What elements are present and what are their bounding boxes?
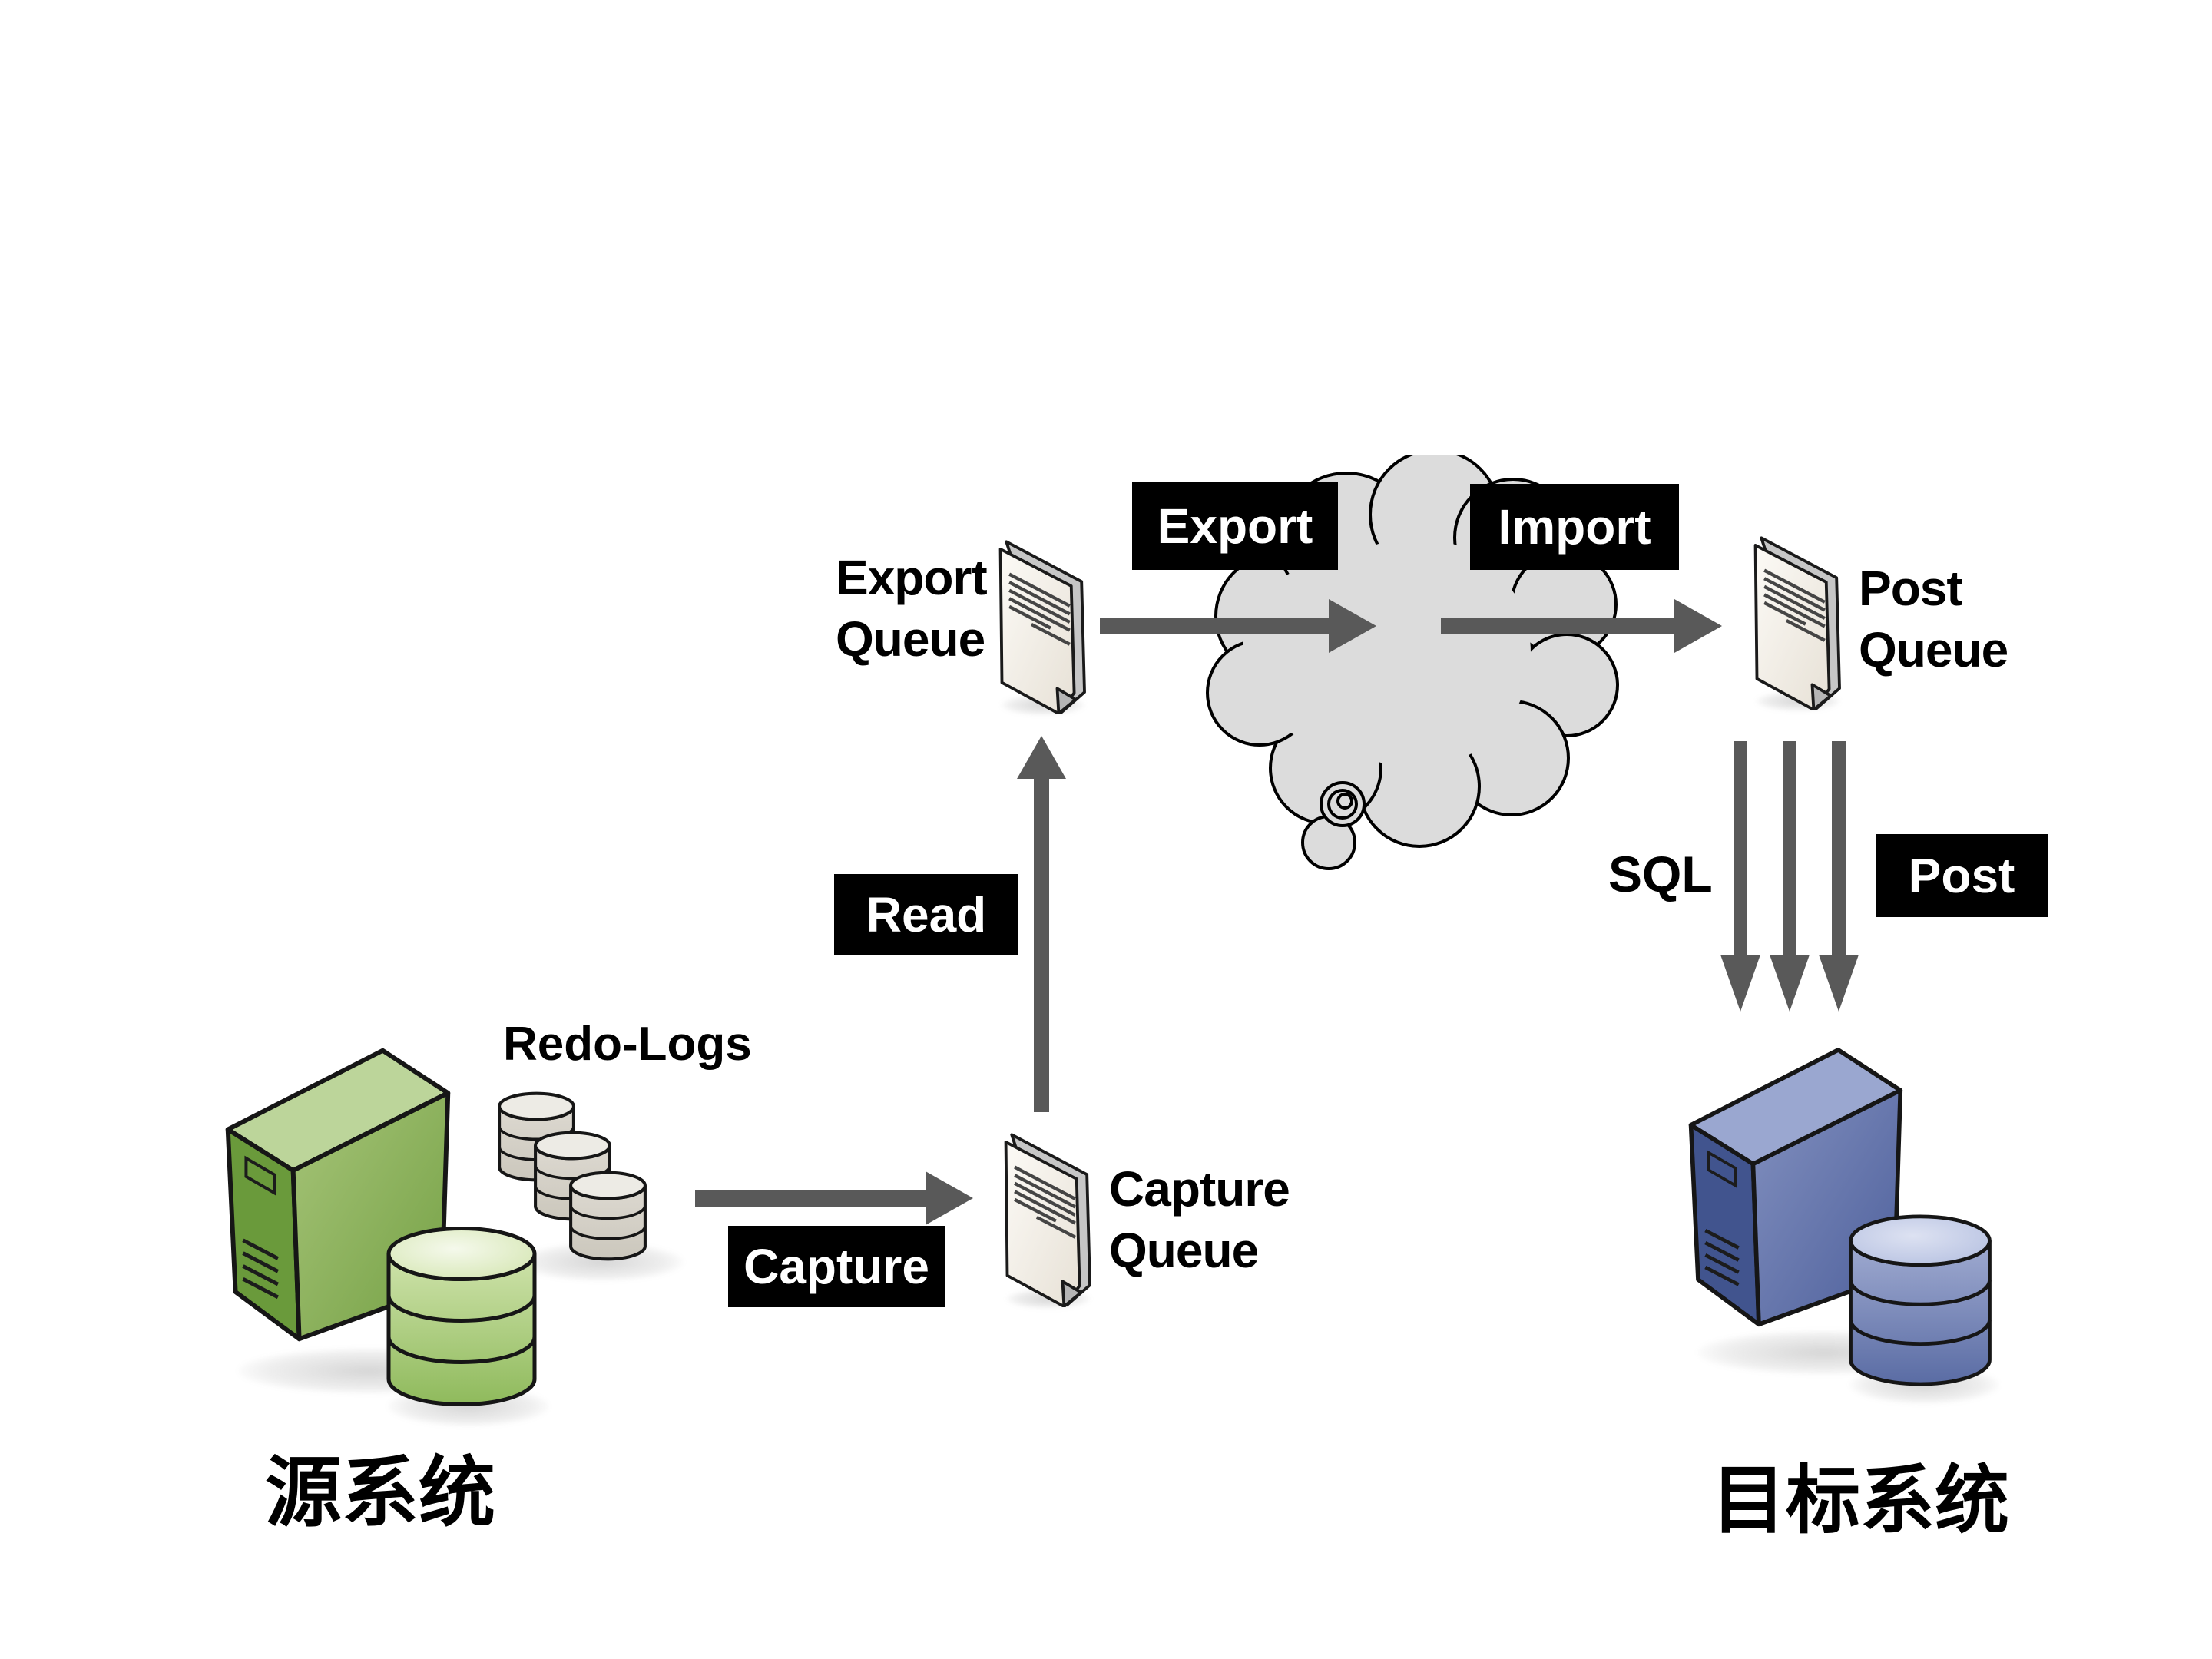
server-vents bbox=[1704, 1228, 1740, 1286]
export-arrow bbox=[1100, 599, 1376, 653]
sql-label: SQL bbox=[1608, 846, 1713, 902]
capture-queue-document-icon bbox=[1004, 1133, 1091, 1307]
apply-down-arrow-2 bbox=[1770, 741, 1810, 1012]
capture-process-text: Capture bbox=[743, 1239, 929, 1294]
network-cloud-icon bbox=[1206, 455, 1619, 870]
post-process-label: Post bbox=[1876, 834, 2048, 917]
export-queue-document-icon bbox=[998, 540, 1086, 714]
import-process-label: Import bbox=[1470, 484, 1679, 570]
capture-arrow bbox=[695, 1171, 973, 1225]
capture-queue-label: Capture Queue bbox=[1109, 1161, 1290, 1278]
server-slot bbox=[1707, 1150, 1737, 1189]
post-queue-document-icon bbox=[1753, 536, 1841, 710]
target-system-label: 目标系统 bbox=[1711, 1459, 2009, 1542]
read-process-text: Read bbox=[866, 887, 987, 942]
export-process-text: Export bbox=[1157, 498, 1313, 554]
cloud-swirl bbox=[1301, 781, 1366, 870]
export-queue-label: Export Queue bbox=[836, 550, 988, 667]
import-process-text: Import bbox=[1498, 499, 1651, 555]
source-database-icon bbox=[386, 1227, 537, 1406]
server-slot bbox=[244, 1155, 276, 1196]
target-database-icon bbox=[1849, 1214, 1992, 1386]
export-process-label: Export bbox=[1132, 482, 1338, 570]
apply-down-arrow-1 bbox=[1720, 741, 1760, 1012]
redo-log-cylinder-icon bbox=[569, 1171, 647, 1261]
capture-process-label: Capture bbox=[728, 1226, 945, 1307]
post-queue-label: Post Queue bbox=[1859, 561, 2008, 677]
redo-logs-label: Redo-Logs bbox=[503, 1018, 752, 1071]
document-text-lines bbox=[1008, 572, 1071, 646]
read-process-label: Read bbox=[834, 874, 1018, 955]
post-process-text: Post bbox=[1908, 848, 2015, 903]
import-arrow bbox=[1441, 599, 1722, 653]
read-arrow bbox=[1017, 736, 1066, 1112]
apply-down-arrow-3 bbox=[1819, 741, 1859, 1012]
source-system-label: 源系统 bbox=[265, 1450, 495, 1536]
server-vents bbox=[242, 1238, 280, 1300]
